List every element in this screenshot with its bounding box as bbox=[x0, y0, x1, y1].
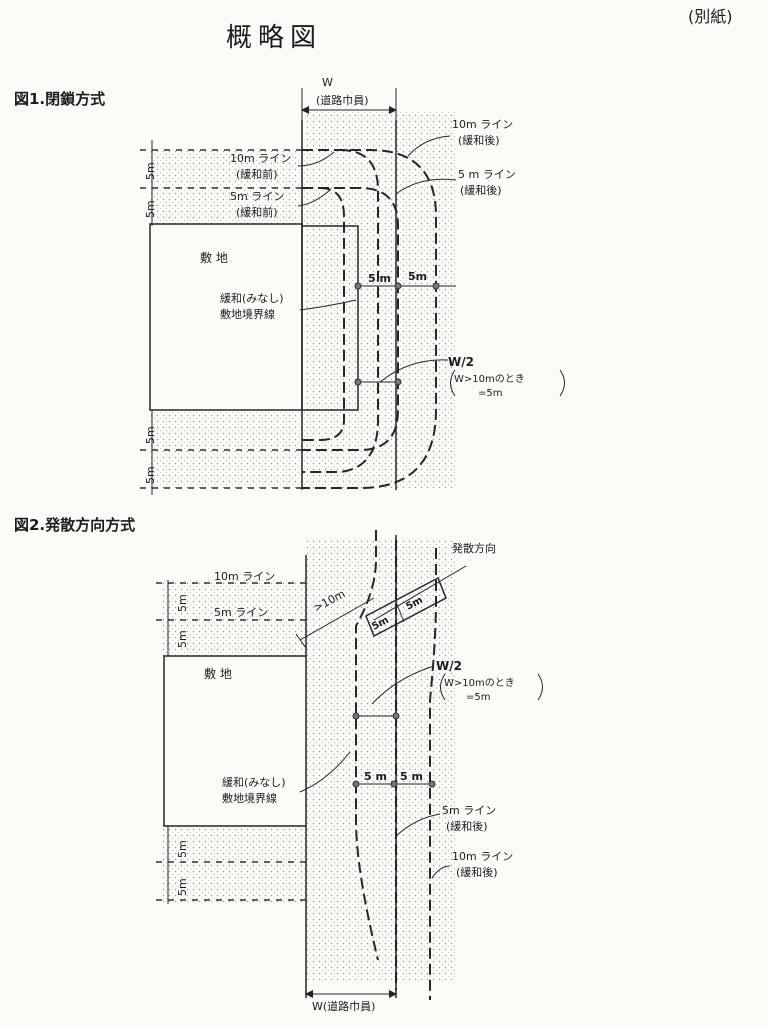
fig2-road-width-label: W(道路巾員) bbox=[312, 999, 375, 1013]
fig1-relaxed-boundary-label-1: 緩和(みなし) bbox=[220, 292, 284, 305]
fig1-relaxed-site-boundary bbox=[302, 225, 359, 411]
fig1-10m-before-curve bbox=[302, 149, 379, 473]
fig2-dim-5m-bottom-a: 5m bbox=[176, 840, 189, 858]
fig2-5m-after-label-2: (緩和後) bbox=[446, 819, 488, 833]
fig1-stipple-zone-road bbox=[306, 110, 456, 490]
fig2-relaxed-boundary-label-1: 緩和(みなし) bbox=[222, 776, 286, 789]
fig2-half-w-bracket-right bbox=[537, 673, 543, 701]
fig1-caption: 図1.閉鎖方式 bbox=[14, 90, 105, 108]
fig2-10m-after-label-2: (緩和後) bbox=[456, 865, 498, 879]
fig1-10m-before-leader bbox=[297, 151, 335, 167]
fig1-relaxed-boundary-label-2: 敷地境界線 bbox=[220, 307, 275, 321]
fig2-diverge-label: 発散方向 bbox=[452, 541, 496, 555]
fig1-site-rect bbox=[149, 223, 303, 411]
fig1-5m-after-label-1: 5 m ライン bbox=[458, 168, 516, 181]
page-title: 概略図 bbox=[226, 23, 322, 53]
fig1-5m-before-leader bbox=[297, 189, 331, 207]
fig1-5m-after-line bbox=[302, 187, 399, 451]
fig1-relaxed-boundary-leader bbox=[299, 299, 357, 311]
fig2-diverge-arrow bbox=[373, 565, 467, 621]
fig1-10m-after-line bbox=[302, 149, 437, 489]
fig2-site-label: 敷 地 bbox=[204, 666, 232, 681]
fig1-10m-after-leader bbox=[407, 135, 451, 157]
fig1-road-width-caption: (道路巾員) bbox=[316, 93, 369, 107]
fig2-dim-5m-bottom-b: 5m bbox=[176, 878, 189, 896]
fig1-dim-point-1 bbox=[354, 282, 362, 290]
fig1-half-w-bracket-right bbox=[559, 369, 565, 397]
fig2-dim-point-3 bbox=[428, 780, 436, 788]
fig2-dim-point-2 bbox=[390, 780, 398, 788]
fig2-site-rect bbox=[163, 655, 306, 827]
fig2-stipple-zone-top bbox=[162, 580, 306, 656]
fig1-5m-before-label-1: 5m ライン bbox=[230, 190, 284, 203]
fig1-10m-after-label-2: (緩和後) bbox=[458, 133, 500, 147]
fig2-relaxed-boundary-line bbox=[355, 530, 379, 961]
fig1-5m-after-label-2: (緩和後) bbox=[460, 183, 502, 197]
fig2-half-w-leader bbox=[371, 665, 435, 705]
fig2-dim-5m-h-a: 5 m bbox=[364, 770, 387, 783]
fig2-10m-after-leader bbox=[431, 865, 451, 879]
fig2-relaxed-boundary-leader bbox=[299, 751, 351, 793]
fig2-gt10m-tick bbox=[295, 633, 307, 649]
fig2-caption: 図2.発散方向方式 bbox=[14, 516, 135, 534]
fig1-half-w-bracket-left bbox=[450, 369, 456, 397]
fig1-site-label: 敷 地 bbox=[200, 250, 228, 265]
fig2-half-w-bracket-left bbox=[440, 673, 446, 701]
fig1-dim-5m-bottom-b: 5m bbox=[144, 466, 157, 484]
fig1-dim-5m-h-a: 5 m bbox=[368, 272, 391, 285]
fig2-gt10m-line bbox=[299, 597, 375, 641]
figure-2: 図2.発散方向方式 敷 地 5m 5m 10m ライン 5m ライン 5m 5m… bbox=[14, 516, 543, 1013]
fig1-half-w-point-1 bbox=[354, 378, 362, 386]
fig1-half-w-point-2 bbox=[394, 378, 402, 386]
fig2-diagonal-box bbox=[365, 576, 447, 638]
fig1-road-width-label: W bbox=[322, 76, 333, 89]
fig2-dim-5m-h-b: 5 m bbox=[400, 770, 423, 783]
fig2-half-w-point-2 bbox=[392, 712, 400, 720]
fig2-diagonal-box-divider bbox=[395, 601, 405, 623]
fig2-dim-point-1 bbox=[352, 780, 360, 788]
fig1-dim-5m-top-a: 5m bbox=[144, 162, 157, 180]
fig2-5m-line-label: 5m ライン bbox=[214, 606, 268, 619]
fig1-10m-before-label-2: (緩和前) bbox=[236, 167, 278, 181]
fig1-5m-before-curve bbox=[302, 187, 345, 441]
fig2-relaxed-boundary-label-2: 敷地境界線 bbox=[222, 791, 277, 805]
fig2-10m-after-label-1: 10m ライン bbox=[452, 850, 513, 863]
fig2-half-w-label: W/2 bbox=[436, 659, 462, 673]
fig2-dim-5m-top-a: 5m bbox=[176, 594, 189, 612]
fig1-dim-5m-bottom-a: 5m bbox=[144, 426, 157, 444]
fig1-dim-point-2 bbox=[394, 282, 402, 290]
fig2-half-w-cond: W>10mのとき bbox=[444, 677, 515, 689]
fig1-10m-after-label-1: 10m ライン bbox=[452, 118, 513, 131]
fig1-half-w-eq: =5m bbox=[478, 388, 502, 399]
fig1-5m-before-label-2: (緩和前) bbox=[236, 205, 278, 219]
fig1-half-w-leader bbox=[379, 359, 449, 383]
fig2-half-w-eq: =5m bbox=[466, 692, 490, 703]
fig2-5m-after-leader bbox=[395, 813, 441, 837]
fig2-10m-line-label: 10m ライン bbox=[214, 570, 275, 583]
corner-note: (別紙) bbox=[688, 7, 733, 26]
fig1-half-w-label: W/2 bbox=[448, 355, 474, 369]
fig2-dim-5m-top-b: 5m bbox=[176, 630, 189, 648]
fig2-5m-after-label-1: 5m ライン bbox=[442, 804, 496, 817]
fig1-5m-after-leader bbox=[395, 178, 457, 195]
figure-1: 図1.閉鎖方式 W (道路巾員) 敷 地 5m 5m 5m 5m bbox=[14, 76, 565, 495]
fig1-dim-point-3 bbox=[432, 282, 440, 290]
fig2-stipple-zone-bottom bbox=[162, 826, 306, 902]
fig1-half-w-cond: W>10mのとき bbox=[454, 373, 525, 385]
fig2-half-w-point-1 bbox=[352, 712, 360, 720]
fig1-10m-before-label-1: 10m ライン bbox=[230, 152, 291, 165]
fig1-dim-5m-top-b: 5m bbox=[144, 200, 157, 218]
fig1-dim-5m-h-b: 5m bbox=[408, 270, 427, 283]
